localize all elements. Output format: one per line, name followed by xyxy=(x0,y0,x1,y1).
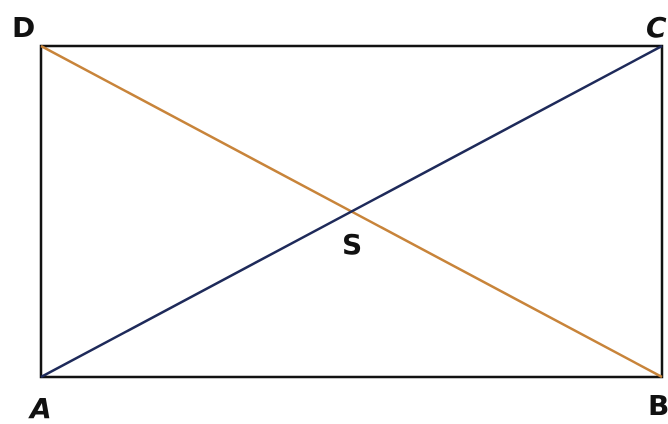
vertex-label-b: B xyxy=(648,389,668,422)
vertex-label-c: C xyxy=(646,11,667,44)
diagonal-ac xyxy=(40,44,663,379)
intersection-label-s: S xyxy=(342,228,362,261)
vertex-label-a: A xyxy=(28,392,52,424)
vertex-label-d: D xyxy=(12,11,35,44)
